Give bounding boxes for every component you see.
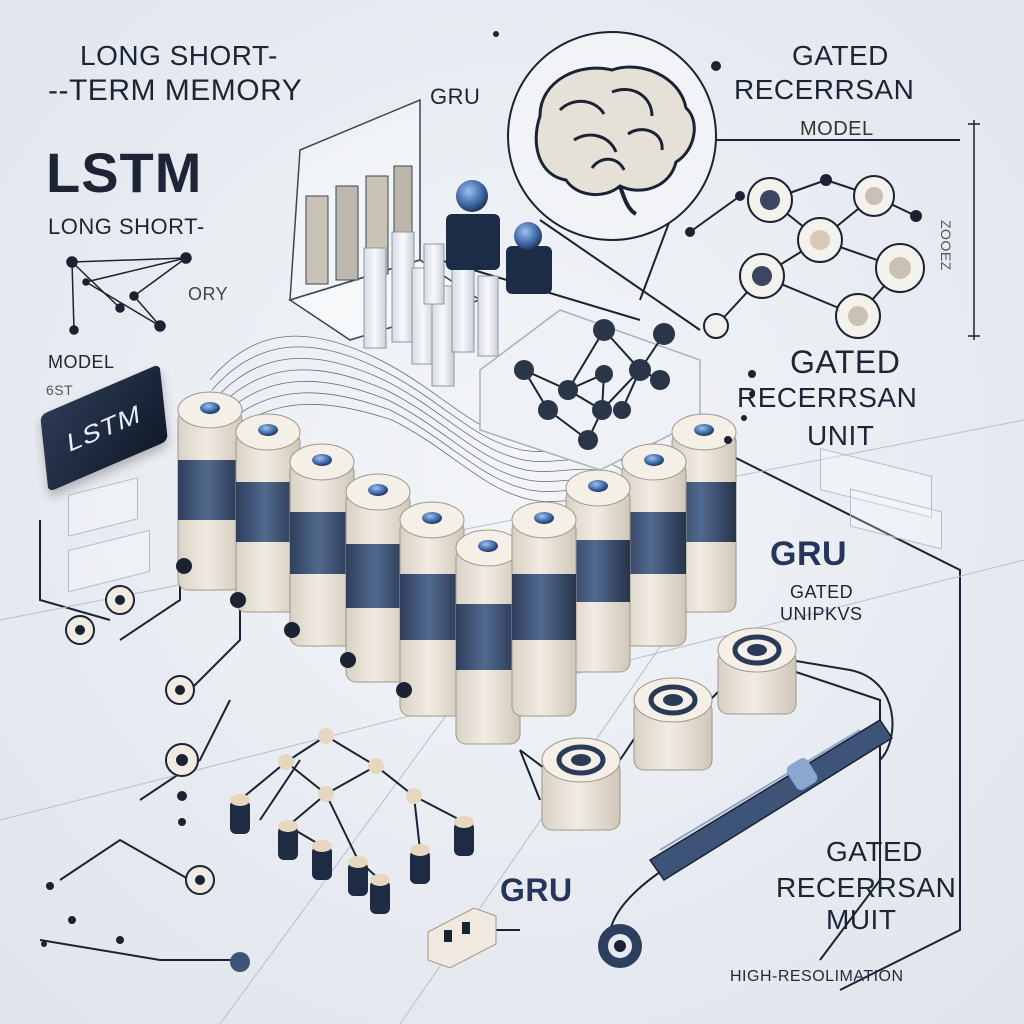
gated-mid-line-2: RECERRSAN bbox=[737, 382, 918, 413]
gru-cell-chain bbox=[519, 627, 894, 831]
gated-top-line-1: GATED bbox=[792, 40, 889, 71]
small-code-label: 6ST bbox=[46, 382, 74, 398]
model-label-right: MODEL bbox=[800, 118, 874, 140]
gated-bottom-line-3: MUIT bbox=[826, 904, 897, 935]
gru-label-top: GRU bbox=[430, 84, 481, 109]
long-short-label: LONG SHORT- bbox=[48, 214, 205, 239]
gru-mid-sub-2: UNIPKVS bbox=[780, 604, 863, 624]
title-line-2: --TERM MEMORY bbox=[48, 74, 303, 107]
side-vertical-label: ZOOEZ bbox=[938, 220, 954, 271]
small-cylinder-network bbox=[230, 728, 474, 914]
gru-mid-sub-1: GATED bbox=[790, 582, 854, 602]
cell-row-front bbox=[345, 473, 577, 745]
lstm-heading: LSTM bbox=[46, 141, 203, 204]
cell-row-back bbox=[177, 391, 737, 673]
molecule-panel bbox=[479, 309, 701, 471]
left-network bbox=[66, 252, 192, 335]
lstm-badge-label: LSTM bbox=[65, 397, 142, 458]
gru-label-bottom: GRU bbox=[500, 872, 573, 908]
bar-panel bbox=[288, 98, 552, 387]
title-line-1: LONG SHORT- bbox=[80, 40, 278, 71]
small-block bbox=[427, 907, 497, 969]
gated-mid-line-1: GATED bbox=[790, 344, 901, 380]
gated-top-line-2: RECERRSAN bbox=[734, 74, 915, 105]
lstm-cell-array bbox=[176, 391, 737, 745]
gated-mid-line-3: UNIT bbox=[807, 420, 875, 451]
left-ring-nodes bbox=[46, 585, 250, 972]
gru-label-mid: GRU bbox=[770, 535, 848, 573]
brain-icon bbox=[507, 31, 717, 241]
ring-network bbox=[685, 174, 925, 339]
circuit-lines bbox=[39, 139, 961, 991]
gated-bottom-line-1: GATED bbox=[826, 836, 923, 867]
gated-bottom-line-2: RECERRSAN bbox=[776, 872, 957, 903]
ory-label: ORY bbox=[188, 284, 229, 304]
model-label-left: MODEL bbox=[48, 352, 115, 372]
high-res-label: HIGH-RESOLIMATION bbox=[730, 968, 904, 985]
probe-cable bbox=[598, 718, 894, 968]
